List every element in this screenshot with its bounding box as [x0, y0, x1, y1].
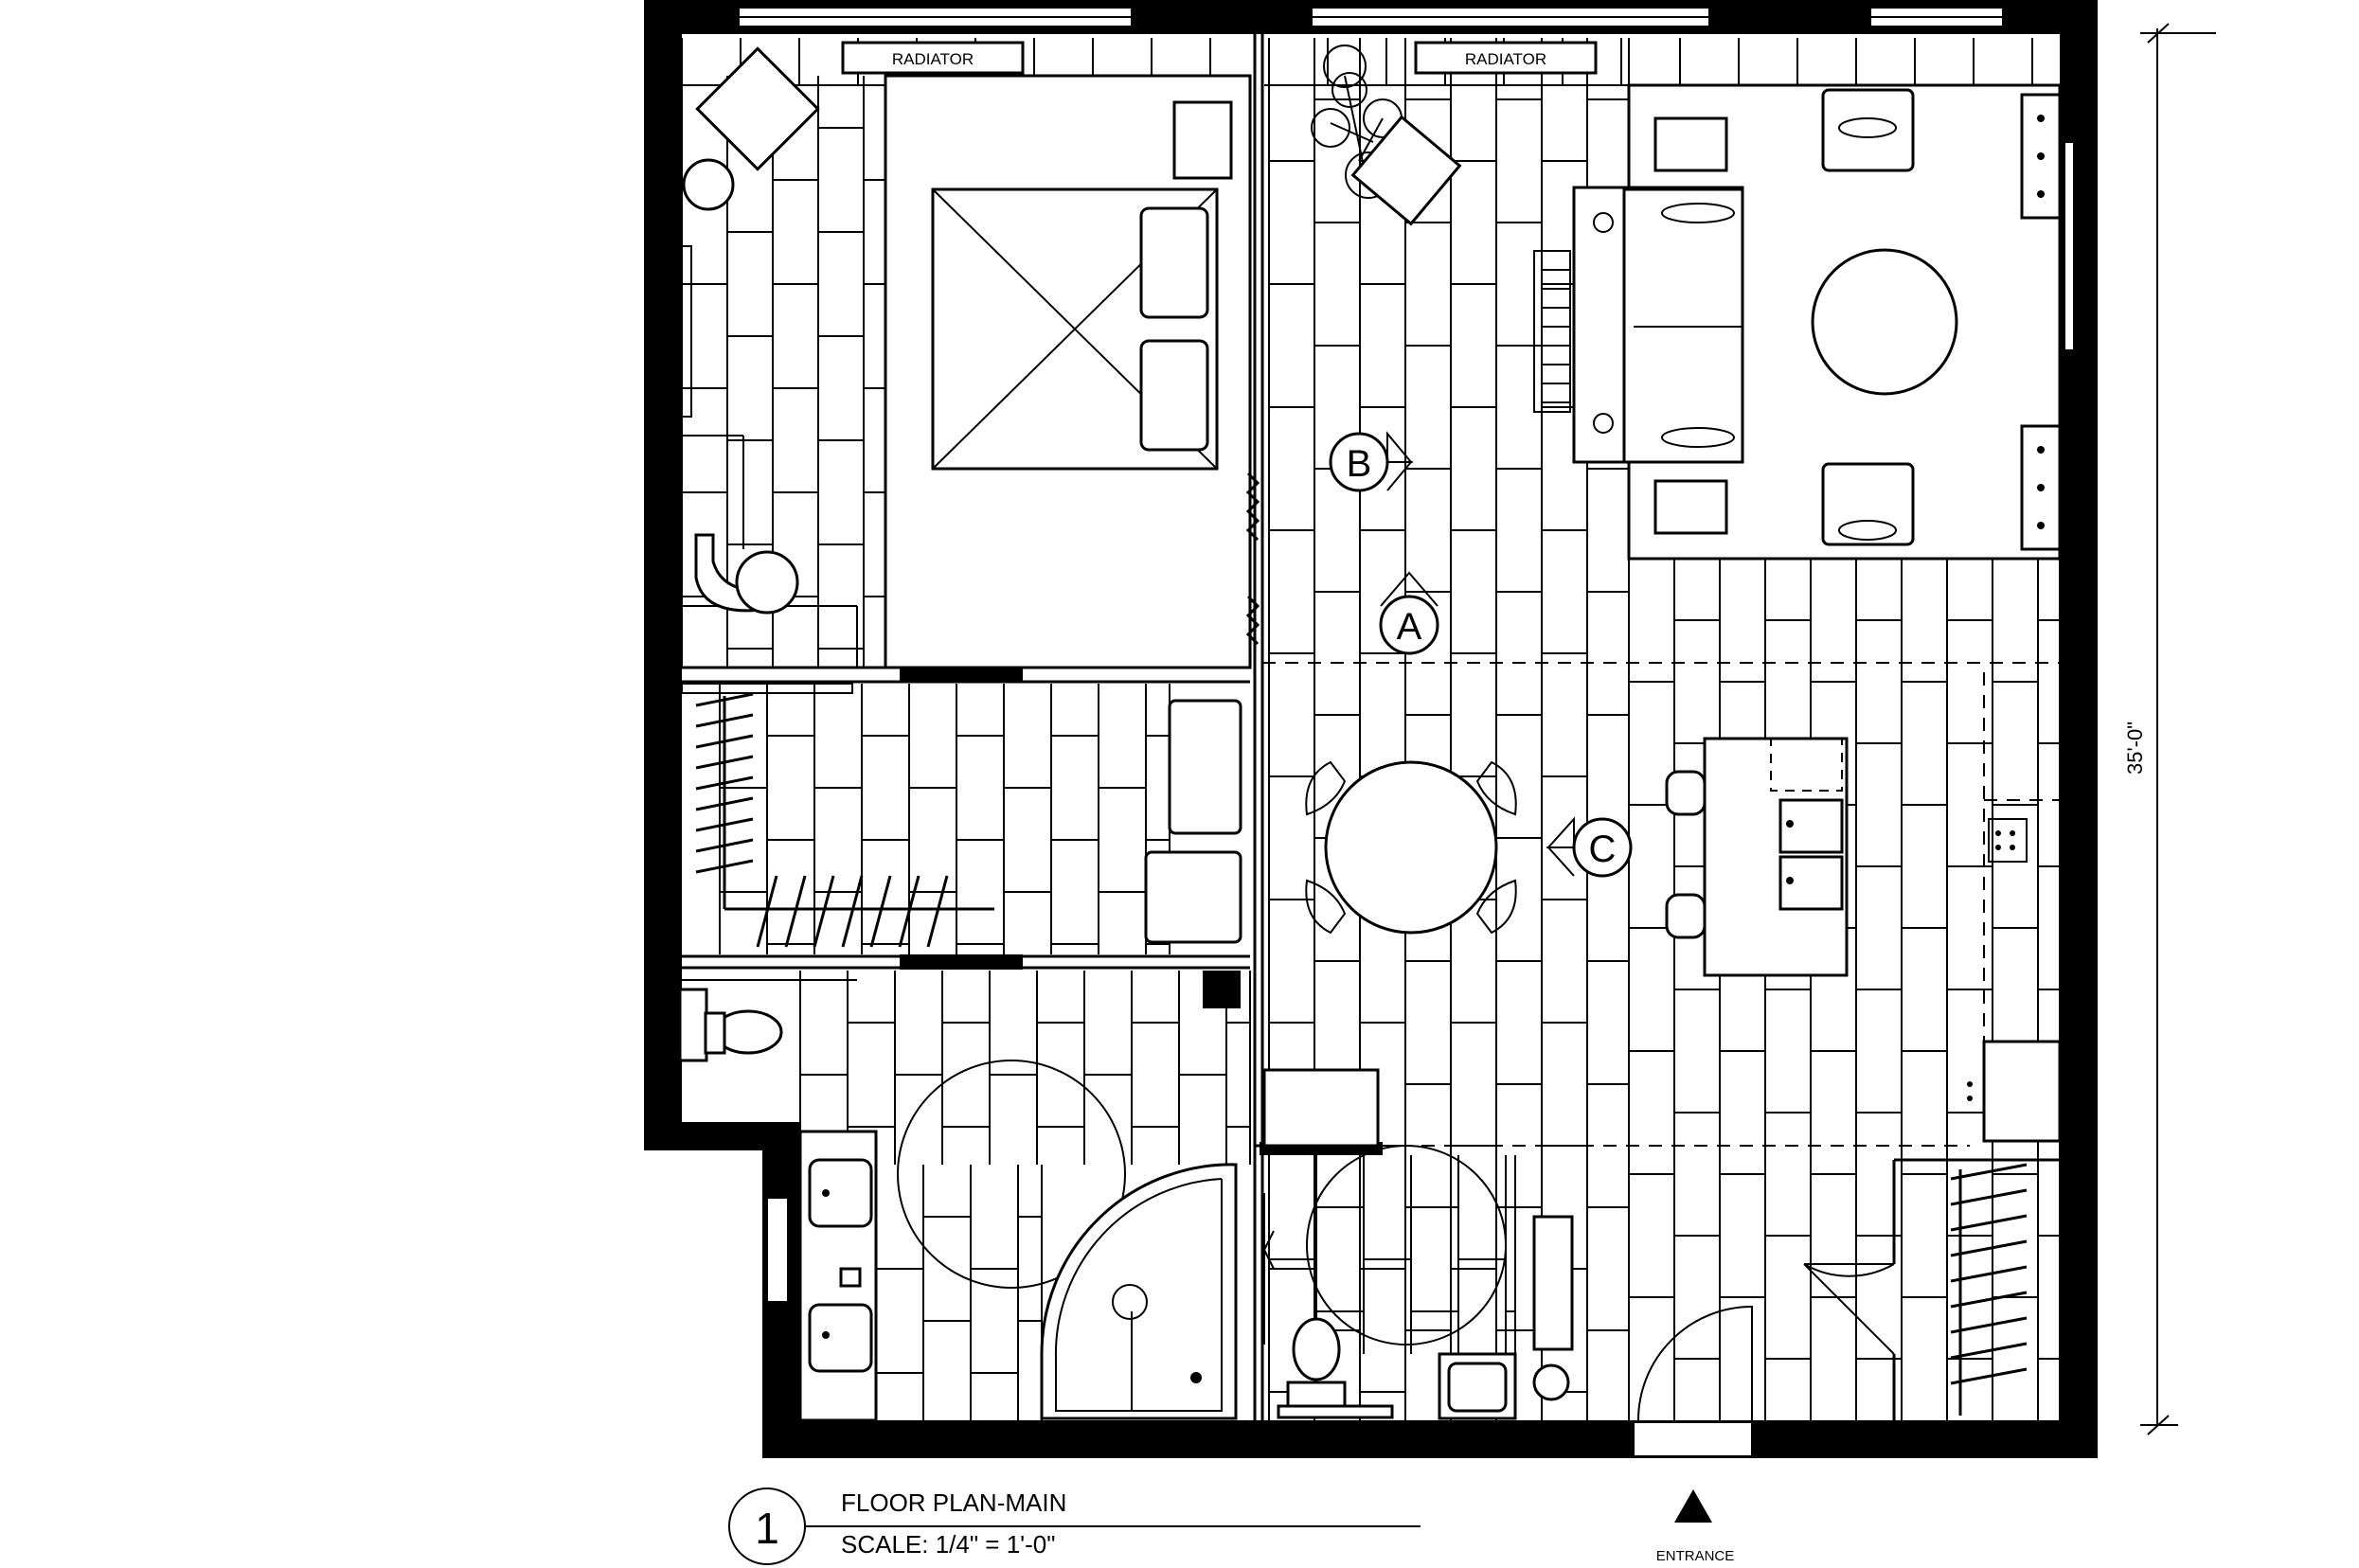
drawing-title: FLOOR PLAN-MAIN — [841, 1488, 1066, 1517]
radiator-left: RADIATOR — [841, 41, 1025, 75]
entrance-opening[interactable] — [1633, 1421, 1753, 1457]
entry-closet-hangers — [1950, 1163, 2028, 1385]
entrance-label: ENTRANCE — [1656, 1548, 1735, 1564]
main-bathroom — [678, 979, 1238, 1422]
entrance-marker: ENTRANCE — [1656, 1489, 1735, 1564]
dimension-label: 35'-0" — [2123, 722, 2147, 775]
windows — [738, 7, 2075, 1303]
title-block: 1 FLOOR PLAN-MAIN SCALE: 1/4" = 1'-0" — [728, 1488, 1421, 1565]
drawing-number: 1 — [755, 1504, 779, 1553]
exterior-walls — [644, 0, 2098, 1458]
dining-table — [1305, 760, 1517, 935]
bedroom-closet — [681, 683, 994, 911]
guest-bathroom — [1262, 1193, 1574, 1420]
overall-dimension: 35'-0" — [2123, 23, 2216, 1435]
radiator-right: RADIATOR — [1414, 41, 1598, 75]
living-room-furniture — [1311, 45, 2062, 561]
kitchen-island — [1665, 737, 2062, 1143]
marker-a-label: A — [1397, 606, 1422, 648]
marker-b-label: B — [1347, 443, 1372, 485]
door-swings — [897, 1060, 1895, 1421]
radiator-right-label: RADIATOR — [1465, 50, 1546, 68]
closet-hangers — [695, 692, 949, 948]
section-marker-b: B — [1329, 431, 1414, 492]
hallway-furniture — [1144, 699, 1380, 1148]
bedroom-furniture — [679, 46, 1260, 669]
drawing-scale: SCALE: 1/4" = 1'-0" — [841, 1530, 1055, 1559]
marker-c-label: C — [1589, 829, 1617, 870]
section-marker-c: C — [1546, 816, 1633, 878]
section-marker-a: A — [1379, 571, 1439, 655]
interior-partitions — [682, 34, 2060, 1420]
entrance-arrow-icon — [1674, 1489, 1712, 1523]
radiator-left-label: RADIATOR — [892, 50, 974, 68]
kitchen-zone-lines — [1262, 662, 2060, 1147]
floor-board-pattern — [681, 38, 2061, 1420]
